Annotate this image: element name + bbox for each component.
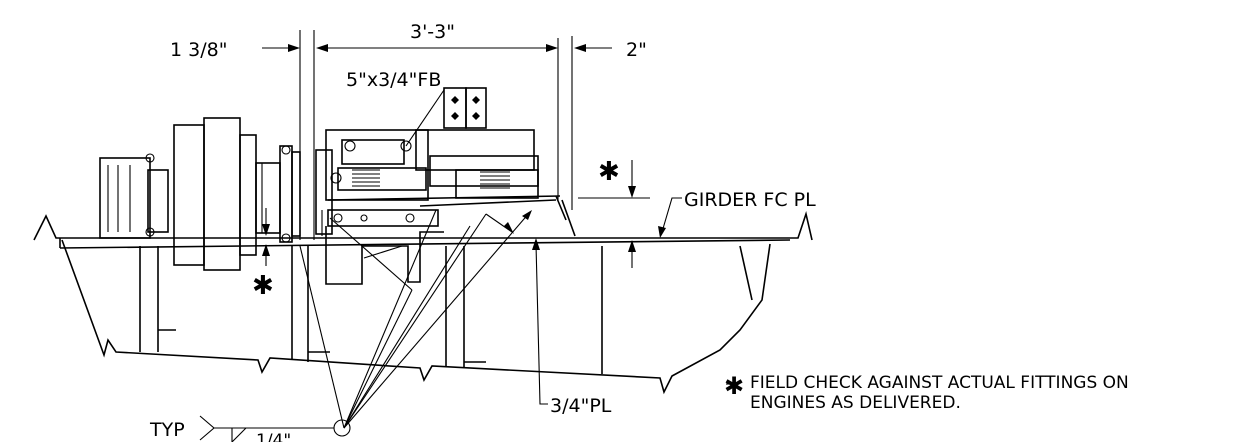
note-line-2: ENGINES AS DELIVERED.: [750, 393, 961, 413]
dimension-left-offset-text: 1 3/8": [170, 39, 227, 61]
callout-flat-bar-text: 5"x3/4"FB: [346, 69, 441, 91]
weld-symbol: TYP 1/4": [149, 415, 351, 442]
weld-size: 1/4": [256, 431, 291, 442]
dimension-right-offset: 2": [571, 36, 647, 210]
spring-right: [480, 171, 510, 189]
dimension-width: 3'-3": [316, 21, 559, 200]
callout-plate-text: 3/4"PL: [550, 395, 612, 417]
dimension-right-offset-text: 2": [626, 39, 647, 61]
weld-all-around-icon: [333, 419, 351, 437]
callout-girder: GIRDER FC PL: [658, 189, 816, 238]
spring-left: [352, 169, 380, 187]
general-note: ✱ FIELD CHECK AGAINST ACTUAL FITTINGS ON…: [724, 372, 1129, 413]
callout-girder-text: GIRDER FC PL: [684, 189, 816, 211]
field-check-dimension-right: ✱: [578, 157, 650, 268]
girder-structure: [33, 211, 813, 395]
field-check-dimension-left: ✱: [252, 208, 274, 301]
engine-assembly: [99, 117, 301, 271]
field-check-symbol-right: ✱: [598, 157, 620, 187]
dimension-width-text: 3'-3": [410, 21, 455, 43]
note-symbol: ✱: [724, 372, 744, 400]
weld-tail-note: TYP: [149, 419, 185, 441]
note-line-1: FIELD CHECK AGAINST ACTUAL FITTINGS ON: [750, 373, 1129, 393]
weld-leaders: [299, 209, 532, 429]
callout-plate: 3/4"PL: [532, 238, 612, 417]
mount-assembly: [315, 87, 576, 285]
field-check-symbol-left: ✱: [252, 271, 274, 301]
callout-flat-bar: 5"x3/4"FB: [346, 69, 445, 147]
